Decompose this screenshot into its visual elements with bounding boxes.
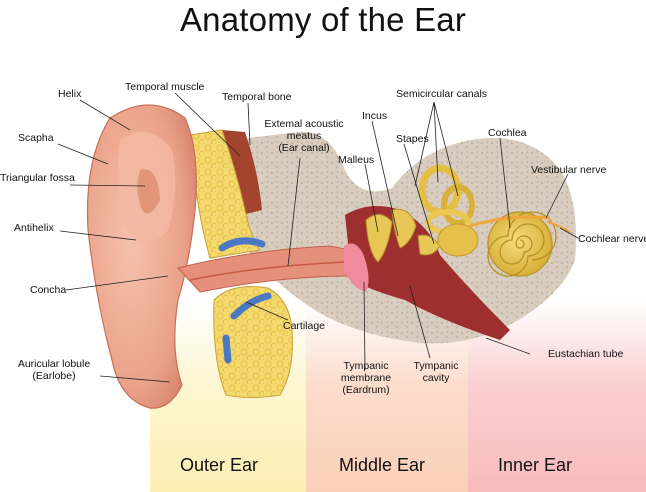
label-temporal-bone: Temporal bone [222,91,292,103]
leader-helix [79,99,131,131]
leader-scapha [57,143,109,165]
leader-temporal-bone [247,102,251,146]
label-cochlear-nerve: Cochlear nerve [578,233,646,245]
leader-malleus [364,163,379,233]
label-semicircular-canals: Semicircular canals [396,88,488,100]
label-triangular-fossa: Triangular fossa [0,172,75,184]
incus-bone [391,208,417,249]
section-outer-ear: Outer Ear [180,455,259,475]
label-cartilage: Cartilage [283,320,326,332]
leader-cartilage [245,301,289,321]
tympanic-membrane-line-3: (Eardrum) [342,384,390,396]
label-temporal-muscle: Temporal muscle [125,81,205,93]
leader-eustachian-tube [485,337,531,355]
leader-concha [65,275,169,291]
cochlea-shape [487,211,553,277]
label-concha: Concha [30,284,67,296]
vestibular-nerve-fiber [469,215,551,228]
label-tympanic-cavity: Tympanic cavity [408,360,464,384]
ear-canal-line-2: meatus [286,130,322,142]
page-title: Anatomy of the Ear [179,1,467,38]
leader-ear-canal [287,157,301,267]
auricular-lobule-line-2: (Earlobe) [32,370,76,382]
label-stapes: Stapes [396,133,429,145]
label-tympanic-membrane: Tympanic membrane (Eardrum) [334,360,398,396]
leader-lobule [99,375,171,383]
leader-canal-a [414,101,435,187]
label-ear-canal: Extemal acoustic meatus (Ear canal) [263,118,345,154]
cochlear-nerve-fiber [547,221,571,233]
label-auricular-lobule: Auricular lobule (Earlobe) [8,358,100,382]
section-middle-ear: Middle Ear [339,455,426,475]
ear-canal-line-1: Extemal acoustic [264,118,344,130]
label-incus: Incus [362,110,388,122]
leader-antihelix [59,230,137,241]
label-helix: Helix [58,88,82,100]
cartilage-lower [230,292,272,320]
leader-canal-c [433,101,459,197]
leader-cochlear-nerve [559,227,579,239]
vestibule [437,223,479,257]
label-antihelix: Antihelix [14,222,54,234]
leader-canal-b [433,101,439,183]
leader-triangular-fossa [69,184,146,187]
tympanic-cavity-line-2: cavity [422,372,450,384]
tympanic-cavity-line-1: Tympanic [413,360,459,372]
leader-cochlea [499,137,511,229]
malleus-bone [365,214,393,263]
leader-tympanic-cavity [409,285,431,359]
leader-tympanic-membrane [363,281,366,371]
label-malleus: Malleus [338,154,375,166]
leader-incus [371,120,399,237]
tympanic-membrane-line-2: membrane [340,372,392,384]
leader-vestibular-nerve [545,173,569,219]
cartilage-upper [218,237,266,252]
leader-stapes [403,143,435,245]
label-eustachian-tube: Eustachian tube [548,348,624,360]
auricular-lobule-line-1: Auricular lobule [17,358,91,370]
tympanic-membrane-line-1: Tympanic [343,360,389,372]
leader-lines [57,92,579,383]
ear-canal-line [189,261,346,281]
label-scapha: Scapha [18,132,54,144]
eardrum [344,243,369,292]
canal-2 [441,184,475,226]
temporal-muscle [222,130,262,214]
leader-temporal-muscle [174,92,241,157]
ear-canal-line-3: (Ear canal) [278,142,330,154]
concha-bowl [137,169,160,214]
cochlea-spiral [487,211,557,277]
label-cochlea: Cochlea [488,127,527,139]
label-vestibular-nerve: Vestibular nerve [531,164,607,176]
cartilage-small [222,334,232,364]
section-inner-ear: Inner Ear [498,455,573,475]
